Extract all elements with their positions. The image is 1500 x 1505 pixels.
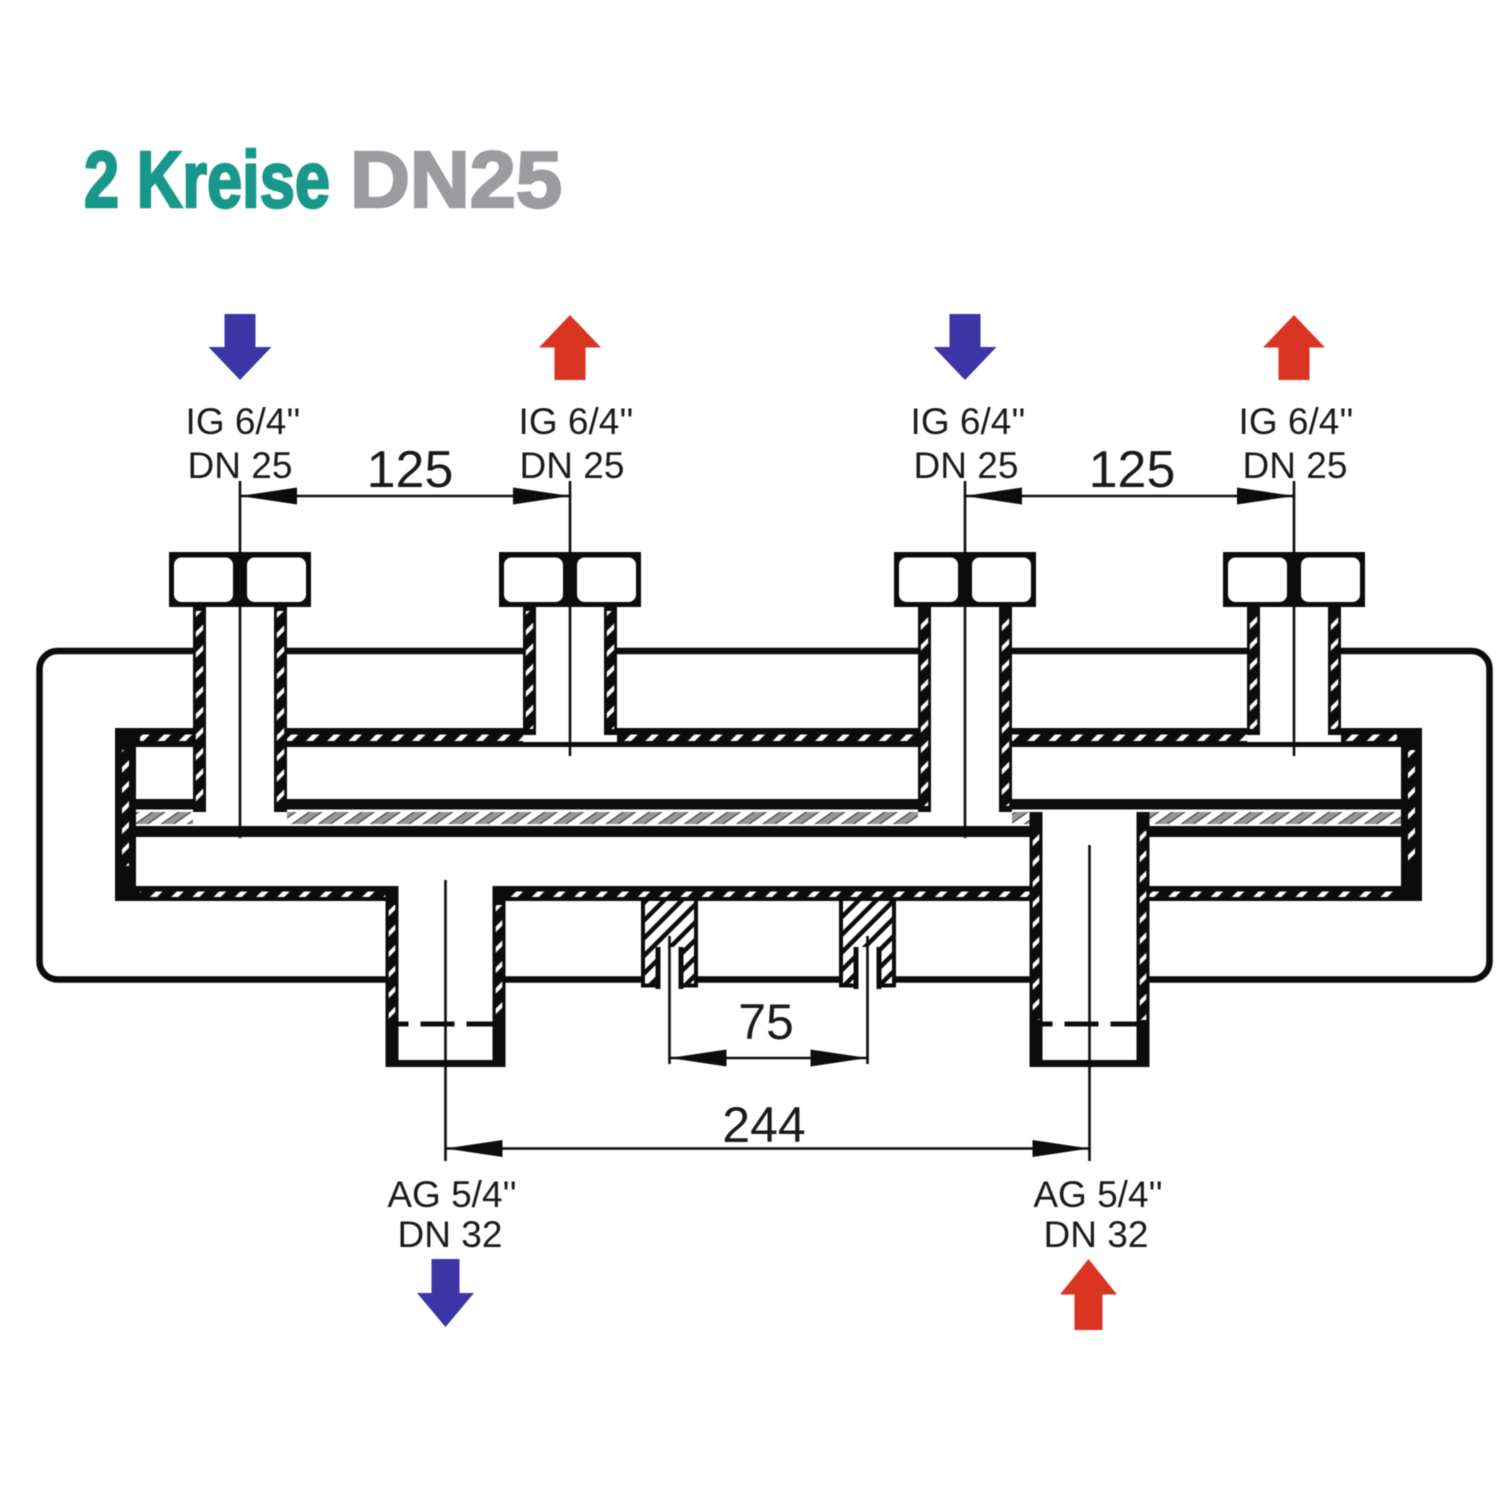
- svg-text:125: 125: [1089, 441, 1176, 499]
- svg-text:DN25: DN25: [350, 135, 562, 224]
- svg-text:IG 6/4'': IG 6/4'': [519, 401, 634, 442]
- svg-text:AG 5/4'': AG 5/4'': [387, 1174, 516, 1215]
- svg-text:DN 32: DN 32: [398, 1214, 503, 1255]
- svg-text:75: 75: [738, 994, 794, 1050]
- svg-text:IG 6/4'': IG 6/4'': [1239, 401, 1354, 442]
- svg-text:DN 25: DN 25: [914, 445, 1019, 486]
- svg-text:125: 125: [367, 441, 454, 499]
- svg-text:DN 25: DN 25: [520, 445, 625, 486]
- svg-text:AG 5/4'': AG 5/4'': [1033, 1174, 1162, 1215]
- svg-text:244: 244: [722, 1097, 805, 1153]
- svg-text:DN 25: DN 25: [1243, 445, 1348, 486]
- svg-text:IG 6/4'': IG 6/4'': [911, 401, 1026, 442]
- svg-text:IG 6/4'': IG 6/4'': [186, 401, 301, 442]
- svg-text:DN 32: DN 32: [1044, 1214, 1149, 1255]
- svg-text:DN 25: DN 25: [188, 445, 293, 486]
- svg-text:2 Kreise: 2 Kreise: [84, 135, 330, 224]
